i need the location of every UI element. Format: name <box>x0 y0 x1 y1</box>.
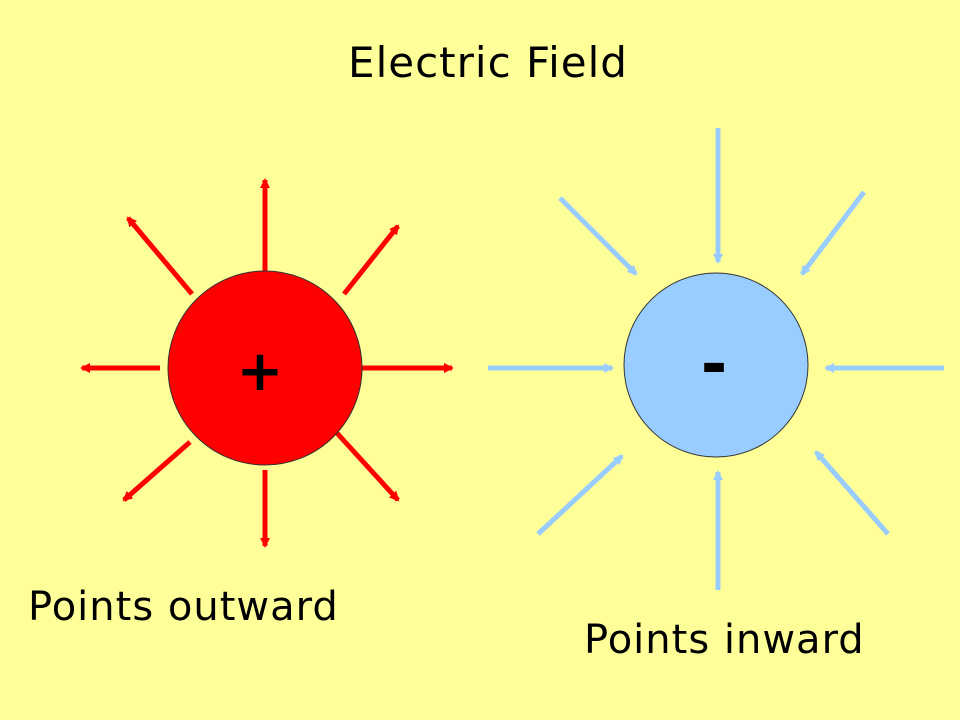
field-line-up-right <box>342 224 400 296</box>
negative-charge <box>623 272 809 458</box>
negative-caption: Points inward <box>584 617 865 663</box>
negative-sign: - <box>701 328 728 402</box>
field-line-down-right <box>334 430 400 502</box>
slide-title: Electric Field <box>348 38 628 87</box>
positive-field-lines <box>80 178 454 548</box>
field-line-in-top-left <box>558 196 638 276</box>
field-line-in-bottom-right <box>814 450 890 536</box>
positive-charge <box>167 270 363 466</box>
field-line-up-left <box>126 216 194 296</box>
negative-field-lines <box>488 128 944 590</box>
field-line-down-left <box>122 440 192 502</box>
positive-sign: + <box>237 339 284 404</box>
field-line-in-bottom-left <box>536 454 624 536</box>
field-line-in-top-right <box>800 190 866 276</box>
positive-caption: Points outward <box>28 584 339 630</box>
